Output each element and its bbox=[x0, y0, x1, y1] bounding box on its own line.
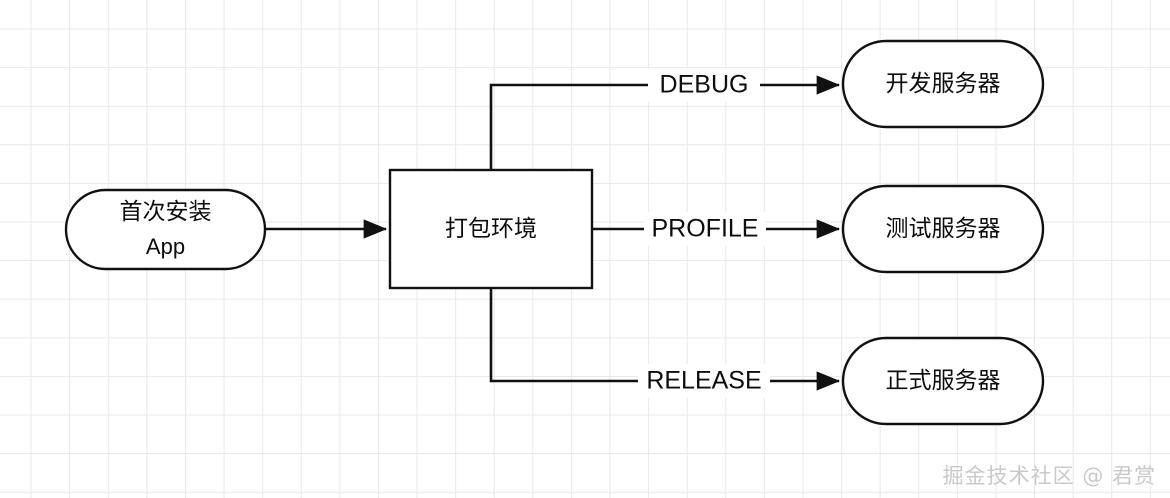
node-install[interactable]: 首次安装 App bbox=[64, 188, 267, 271]
node-dev-server-shape[interactable] bbox=[841, 39, 1045, 129]
edge-label-profile-text: PROFILE bbox=[652, 215, 759, 243]
node-dev-server[interactable]: 开发服务器 bbox=[841, 39, 1045, 129]
node-install-label-line2: App bbox=[146, 234, 185, 259]
node-prod-server[interactable]: 正式服务器 bbox=[841, 336, 1045, 426]
node-build-env-shape[interactable] bbox=[388, 168, 594, 290]
edge-label-debug-text: DEBUG bbox=[660, 71, 749, 99]
node-dev-server-label: 开发服务器 bbox=[886, 70, 1001, 96]
edge-label-debug: DEBUG bbox=[648, 68, 760, 102]
edge-label-release-text: RELEASE bbox=[646, 367, 761, 395]
node-prod-server-label: 正式服务器 bbox=[886, 367, 1001, 393]
node-test-server[interactable]: 测试服务器 bbox=[841, 184, 1045, 274]
node-prod-server-shape[interactable] bbox=[841, 336, 1045, 426]
node-build-env-label: 打包环境 bbox=[445, 215, 537, 241]
node-install-label-line1: 首次安装 bbox=[120, 198, 212, 224]
edge-label-profile: PROFILE bbox=[644, 212, 766, 246]
node-build-env[interactable]: 打包环境 bbox=[388, 168, 594, 290]
node-test-server-label: 测试服务器 bbox=[886, 215, 1001, 241]
watermark: 掘金技术社区 @ 君赏 bbox=[942, 464, 1156, 488]
node-install-shape[interactable] bbox=[64, 188, 267, 271]
node-test-server-shape[interactable] bbox=[841, 184, 1045, 274]
edge-label-release: RELEASE bbox=[638, 364, 770, 398]
